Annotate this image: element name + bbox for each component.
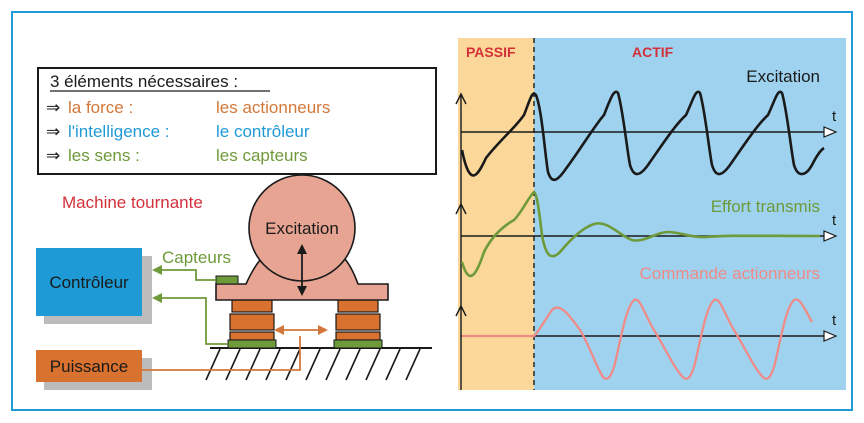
controller-label: Contrôleur bbox=[49, 273, 129, 292]
active-label: ACTIF bbox=[632, 44, 674, 60]
excitation-signal bbox=[460, 90, 825, 182]
excitation-label: Excitation bbox=[746, 67, 820, 86]
requirement-means-force: les actionneurs bbox=[216, 98, 330, 117]
requirements-box: 3 éléments nécessaires : ⇒ la force : le… bbox=[37, 67, 437, 175]
controller-shadow bbox=[142, 256, 152, 324]
passive-region bbox=[458, 38, 534, 390]
sensor-pad bbox=[215, 275, 239, 285]
transmitted-label: Effort transmis bbox=[711, 197, 820, 216]
sensors-label: Capteurs bbox=[162, 248, 231, 267]
active-region bbox=[534, 38, 846, 390]
requirement-term-senses: les sens : bbox=[68, 146, 140, 165]
sensor-arrow-bottom bbox=[152, 293, 162, 303]
requirement-means-senses: les capteurs bbox=[216, 146, 308, 165]
time-label-3: t bbox=[832, 312, 837, 329]
vertical-excitation-arrow bbox=[297, 244, 307, 296]
requirement-arrow-force: ⇒ bbox=[46, 98, 60, 117]
actuator-right bbox=[333, 297, 383, 349]
transmitted-force-signal bbox=[460, 190, 821, 278]
actuator-force-arrow bbox=[274, 325, 328, 335]
requirement-arrow-intelligence: ⇒ bbox=[46, 122, 60, 141]
requirement-means-intelligence: le contrôleur bbox=[216, 122, 310, 141]
requirement-term-intelligence: l'intelligence : bbox=[68, 122, 170, 141]
time-axis-arrowheads bbox=[823, 126, 838, 342]
power-shadow-bottom bbox=[44, 382, 152, 390]
requirement-arrow-senses: ⇒ bbox=[46, 146, 60, 165]
power-box bbox=[36, 350, 142, 382]
time-label-1: t bbox=[832, 108, 837, 125]
machine-title: Machine tournante bbox=[62, 193, 203, 212]
command-label: Commande actionneurs bbox=[640, 264, 820, 283]
requirements-title: 3 éléments nécessaires : bbox=[50, 72, 238, 91]
power-shadow bbox=[142, 358, 152, 390]
controller-box bbox=[36, 248, 142, 316]
sensor-arrow-top bbox=[152, 265, 162, 275]
time-label-2: t bbox=[832, 212, 837, 229]
figure-frame bbox=[11, 11, 853, 411]
ground bbox=[205, 347, 432, 381]
controller-shadow-bottom bbox=[44, 316, 152, 324]
actuator-command-signal bbox=[462, 298, 813, 380]
passive-label: PASSIF bbox=[466, 44, 516, 60]
requirement-term-force: la force : bbox=[68, 98, 133, 117]
power-label: Puissance bbox=[50, 357, 128, 376]
sensor-wires bbox=[160, 269, 228, 345]
actuator-left bbox=[227, 297, 277, 349]
power-wire bbox=[142, 336, 301, 371]
rotor-label: Excitation bbox=[265, 219, 339, 238]
y-axis-arrows bbox=[455, 92, 467, 317]
